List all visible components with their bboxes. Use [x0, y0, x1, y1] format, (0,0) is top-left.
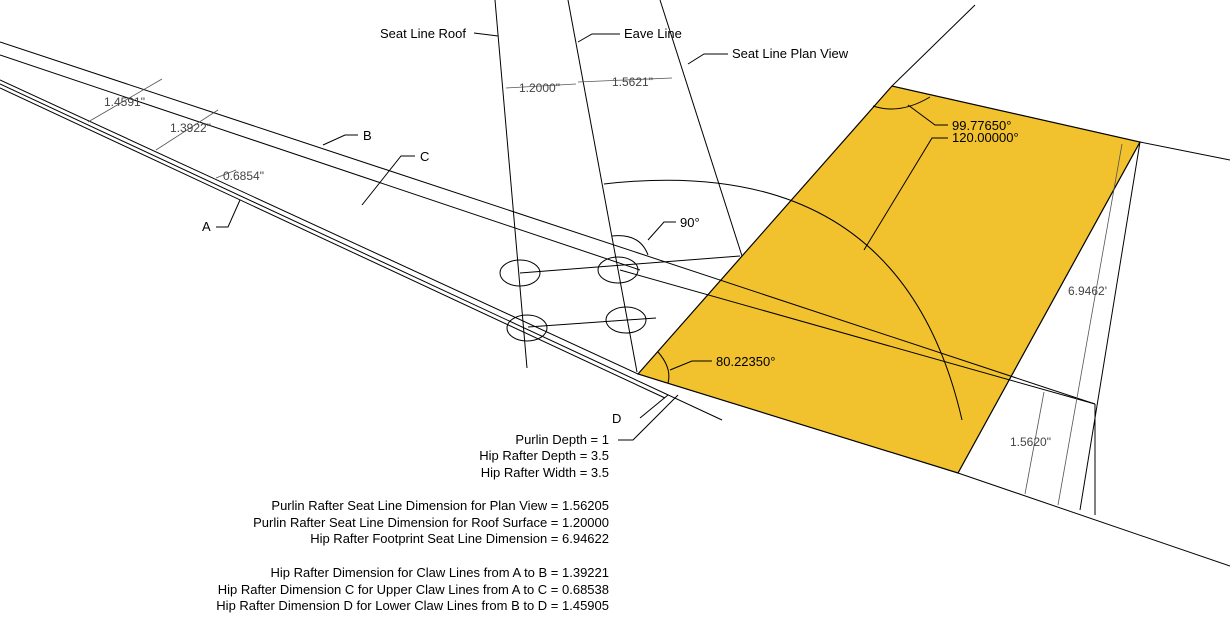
- dim-roof-seat: 1.2000": [519, 81, 560, 95]
- leader-top-corner: [907, 104, 948, 126]
- dim-line-plan-seat: [577, 77, 673, 83]
- leader-b: [322, 134, 358, 146]
- label-d: D: [612, 411, 621, 426]
- angle-90: 90°: [680, 215, 700, 230]
- big-arc: [603, 179, 963, 421]
- claw-ellipse-1: [499, 259, 541, 287]
- claw-ellipse-4: [605, 306, 647, 334]
- dim-line-roof-seat: [505, 83, 577, 89]
- claw-ellipse-2: [597, 256, 639, 284]
- arc-top-corner: [872, 96, 931, 110]
- rafter-lines: [0, 4, 1230, 567]
- dim-a-to-b: 1.3922": [170, 121, 211, 135]
- dim-plan-seat: 1.5621": [612, 75, 653, 89]
- angle-top-corner: 99.77650°: [952, 118, 1011, 133]
- dim-footprint: 6.9462': [1068, 284, 1107, 298]
- dim-line-footprint: [1057, 143, 1123, 506]
- dimension-lines: [87, 77, 1123, 506]
- face-cross-line: [619, 269, 1096, 405]
- leader-90: [647, 221, 676, 241]
- label-seat-line-roof: Seat Line Roof: [380, 26, 466, 41]
- leaders: [216, 32, 948, 441]
- label-b: B: [363, 128, 372, 143]
- short-connector-1: [519, 255, 741, 274]
- label-eave-line: Eave Line: [624, 26, 682, 41]
- leader-c: [361, 155, 415, 206]
- eave-line-line: [567, 0, 638, 373]
- leader-a: [216, 199, 241, 228]
- seat-line-plan-line: [659, 0, 743, 257]
- short-connector-2: [527, 317, 657, 328]
- angle-edge: 120.00000°: [952, 130, 1019, 145]
- claw-ellipses: [499, 256, 647, 342]
- leader-d: [618, 394, 679, 441]
- angle-bottom-corner: 80.22350°: [716, 354, 775, 369]
- label-c: C: [420, 149, 429, 164]
- dim-line-lower-offset: [1024, 391, 1045, 495]
- label-seat-line-plan-view: Seat Line Plan View: [732, 46, 849, 61]
- seat-line-roof-line: [494, 0, 528, 369]
- note-line: Hip Rafter Width = 3.5: [481, 465, 609, 480]
- dim-line-b-to-d: [87, 78, 163, 123]
- leader-bottom-corner: [669, 360, 712, 371]
- dim-a-to-c: 0.6854": [223, 169, 264, 183]
- note-line: Hip Rafter Footprint Seat Line Dimension…: [310, 531, 609, 546]
- claw-ellipse-3: [506, 314, 548, 342]
- shaded-face: [636, 85, 1141, 474]
- leader-eave: [577, 33, 620, 43]
- note-line: Purlin Depth = 1: [515, 432, 609, 447]
- dim-line-a-to-c: [215, 169, 237, 179]
- seat-lines: [494, 0, 1096, 405]
- line-top: [0, 79, 639, 375]
- leader-edge-angle: [863, 137, 948, 251]
- arc-bottom-corner: [657, 351, 670, 384]
- note-line: Purlin Rafter Seat Line Dimension for Pl…: [271, 498, 609, 513]
- leader-seat-roof: [473, 32, 499, 37]
- notes-block: Purlin Depth = 1 Hip Rafter Depth = 3.5 …: [216, 432, 609, 613]
- line-a2: [0, 87, 666, 399]
- note-line: Hip Rafter Dimension D for Lower Claw Li…: [216, 598, 609, 613]
- leader-d2: [639, 394, 669, 419]
- line-b: [0, 41, 1096, 405]
- line-c: [0, 54, 641, 271]
- line-a: [0, 83, 723, 421]
- label-a: A: [202, 219, 211, 234]
- dim-line-a-to-b: [155, 109, 219, 151]
- leader-plan: [687, 53, 728, 65]
- note-line: Purlin Rafter Seat Line Dimension for Ro…: [253, 515, 609, 530]
- angle-arcs: [603, 96, 963, 421]
- arc-90: [611, 235, 649, 256]
- note-line: Hip Rafter Depth = 3.5: [479, 448, 609, 463]
- right-vertical: [1079, 141, 1141, 511]
- hip-diagonal: [891, 4, 976, 87]
- upper-right-line: [1139, 141, 1230, 161]
- dim-lower-offset: 1.5620": [1010, 435, 1051, 449]
- dim-b-to-d: 1.4591": [104, 95, 145, 109]
- note-line: Hip Rafter Dimension C for Upper Claw Li…: [218, 582, 609, 597]
- note-line: Hip Rafter Dimension for Claw Lines from…: [270, 565, 609, 580]
- lower-edge-line: [957, 472, 1230, 567]
